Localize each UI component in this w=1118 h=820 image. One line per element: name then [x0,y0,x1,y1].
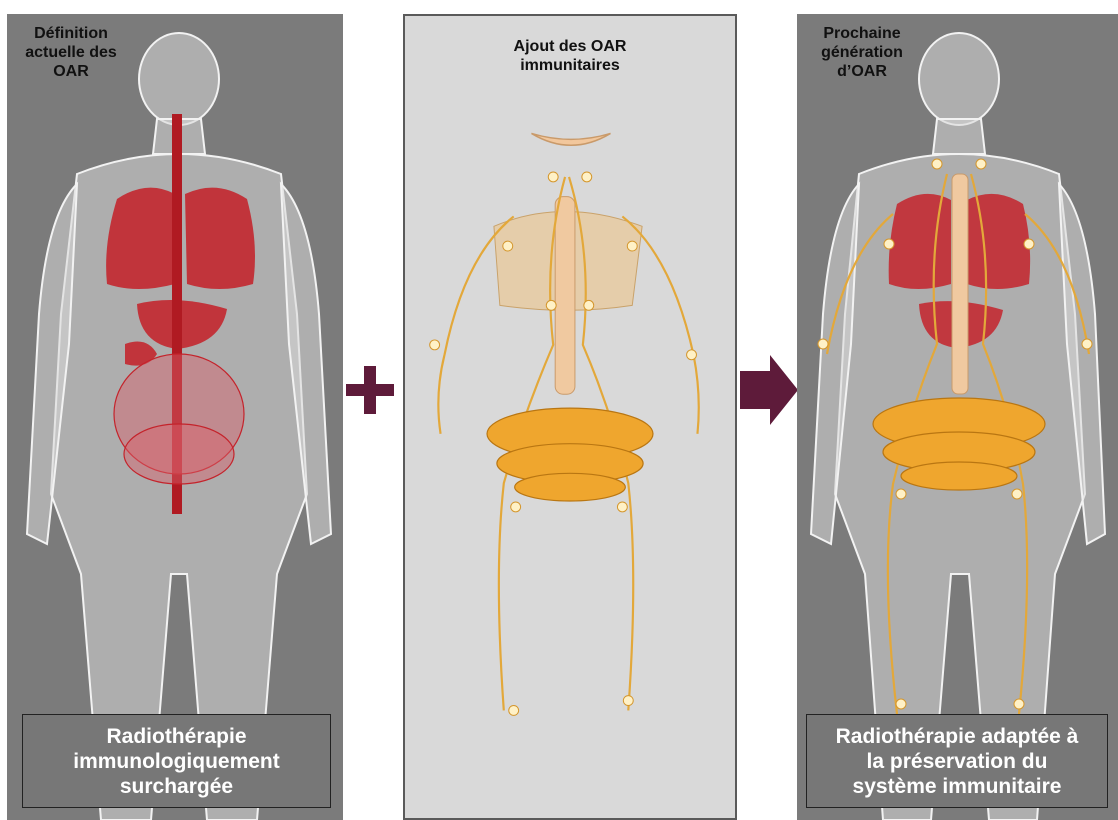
panel-middle-title: Ajout des OAR immunitaires [440,37,700,75]
panel-left-title: Définition actuelle des OAR [8,24,134,81]
lymphatic-illustration [405,16,735,818]
panel-next-generation-oar [797,14,1118,820]
panel-right-caption: Radiothérapie adaptée à la préservation … [806,714,1108,808]
panel-immune-oar [403,14,737,820]
panel-right-title: Prochaine génération d’OAR [804,24,920,81]
body-illustration-combined [797,14,1118,820]
panel-current-oar [7,14,343,820]
plus-sign-icon [346,366,394,414]
panel-left-caption: Radiothérapie immunologiquement surcharg… [22,714,331,808]
body-illustration-organs [7,14,343,820]
right-arrow-icon [740,355,798,425]
